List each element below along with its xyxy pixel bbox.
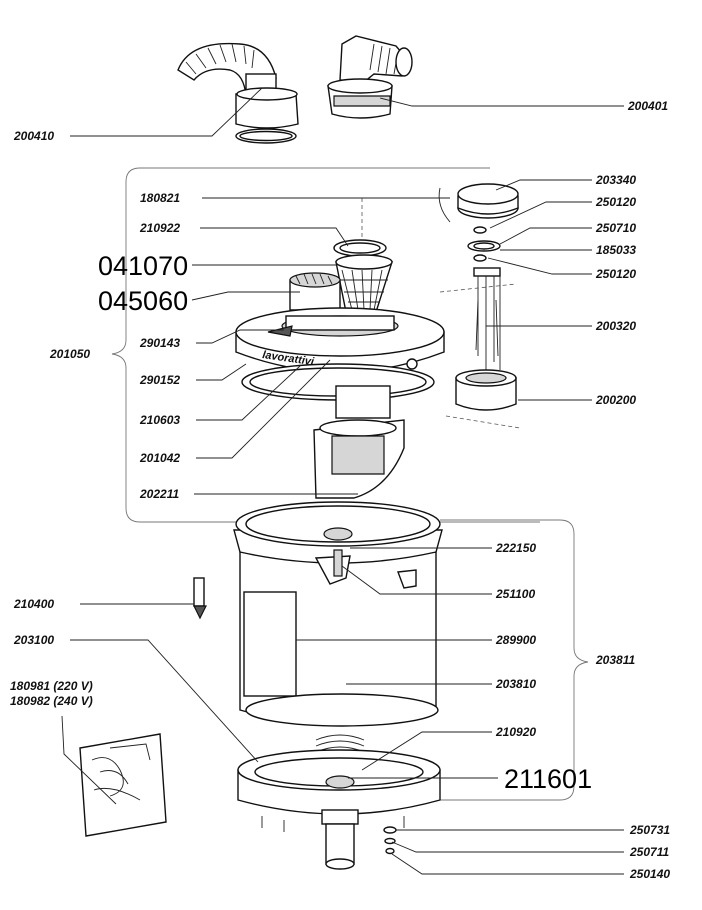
- group-bracket-203811: [440, 519, 589, 801]
- label-185033: 185033: [596, 243, 636, 257]
- label-210603: 210603: [139, 413, 180, 427]
- part-labels: 200410 200401 180821 210922 041070 04506…: [10, 99, 670, 881]
- spring: [315, 734, 365, 765]
- hose-elbow-right: [327, 35, 413, 119]
- label-200320: 200320: [595, 319, 636, 333]
- label-250120-top: 250120: [595, 195, 636, 209]
- label-200200: 200200: [595, 393, 636, 407]
- heating-plate: [79, 733, 167, 837]
- label-250710: 250710: [595, 221, 636, 235]
- label-210400: 210400: [13, 597, 54, 611]
- label-250711: 250711: [629, 845, 669, 859]
- label-180981: 180981 (220 V): [10, 679, 93, 693]
- base-plate: [237, 749, 441, 870]
- label-203340: 203340: [595, 173, 636, 187]
- label-180982: 180982 (240 V): [10, 694, 93, 708]
- washer-250140: [385, 847, 395, 855]
- electrode-assembly: [438, 183, 521, 429]
- label-289900: 289900: [495, 633, 536, 647]
- label-180821: 180821: [140, 191, 180, 205]
- label-210922: 210922: [139, 221, 180, 235]
- label-203811: 203811: [595, 653, 635, 667]
- label-290152: 290152: [139, 373, 180, 387]
- lid: lavorattivi: [235, 307, 445, 373]
- group-bracket-201050: [111, 167, 540, 523]
- filter-funnel: [333, 198, 393, 325]
- label-203100: 203100: [13, 633, 54, 647]
- label-201042: 201042: [139, 451, 180, 465]
- label-222150: 222150: [495, 541, 536, 555]
- label-200410: 200410: [13, 129, 54, 143]
- label-250731: 250731: [629, 823, 670, 837]
- tank-body: [233, 501, 443, 727]
- hose-elbow-left: [177, 42, 299, 144]
- label-201050: 201050: [49, 347, 90, 361]
- label-211601: 211601: [504, 764, 592, 794]
- label-203810: 203810: [495, 677, 536, 691]
- label-045060: 045060: [98, 286, 188, 316]
- float-switch: [193, 577, 207, 620]
- inner-chute: [313, 385, 405, 499]
- label-290143: 290143: [139, 336, 180, 350]
- label-250120-bottom: 250120: [595, 267, 636, 281]
- label-202211: 202211: [139, 487, 179, 501]
- washer-250731: [383, 826, 397, 834]
- label-200401: 200401: [627, 99, 668, 113]
- label-041070: 041070: [98, 251, 188, 281]
- label-250140: 250140: [629, 867, 670, 881]
- label-210920: 210920: [495, 725, 536, 739]
- label-251100: 251100: [495, 587, 535, 601]
- leader-lines: [61, 87, 624, 875]
